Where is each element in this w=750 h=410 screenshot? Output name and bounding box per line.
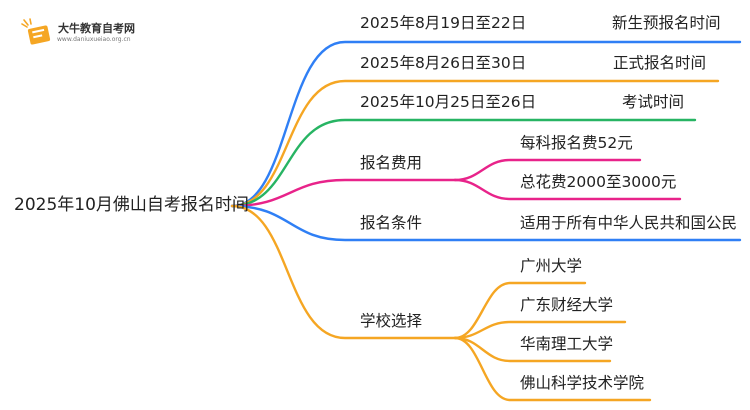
- branch-line-2: [230, 79, 720, 208]
- sub-line-school-2: [453, 320, 627, 340]
- sub-line-fee-2: [453, 178, 682, 201]
- branch-2-label: 2025年8月26日至30日: [360, 54, 527, 72]
- brand-url: www.daniuxueiao.org.cn: [57, 36, 131, 43]
- branch-6-label: 学校选择: [360, 312, 423, 330]
- branch-line-1: [230, 40, 742, 208]
- school-item-1: 广州大学: [520, 257, 583, 275]
- branch-4-label: 报名费用: [360, 154, 423, 172]
- fee-item-1: 每科报名费52元: [520, 134, 633, 152]
- branch-line-6: [230, 204, 457, 340]
- branch-line-4: [230, 178, 457, 208]
- branch-3-detail: 考试时间: [622, 93, 685, 111]
- sub-line-fee-1: [453, 158, 642, 182]
- branch-1-label: 2025年8月19日至22日: [360, 14, 527, 32]
- school-item-3: 华南理工大学: [520, 335, 614, 353]
- branch-3-label: 2025年10月25日至26日: [360, 93, 537, 111]
- branch-1-detail: 新生预报名时间: [612, 14, 721, 32]
- school-item-4: 佛山科学技术学院: [520, 374, 645, 392]
- branch-line-3: [230, 118, 697, 208]
- brand-title: 大牛教育自考网: [58, 22, 135, 35]
- book-logo-icon: [21, 18, 51, 45]
- branch-line-5: [230, 204, 742, 242]
- root-topic: 2025年10月佛山自考报名时间: [14, 195, 249, 215]
- school-item-2: 广东财经大学: [520, 296, 614, 314]
- branch-2-detail: 正式报名时间: [613, 54, 707, 72]
- fee-item-2: 总花费2000至3000元: [520, 173, 677, 191]
- sub-line-school-1: [453, 281, 587, 340]
- condition-item-1: 适用于所有中华人民共和国公民: [520, 214, 738, 232]
- branch-5-label: 报名条件: [360, 214, 423, 232]
- sub-line-school-4: [453, 336, 652, 402]
